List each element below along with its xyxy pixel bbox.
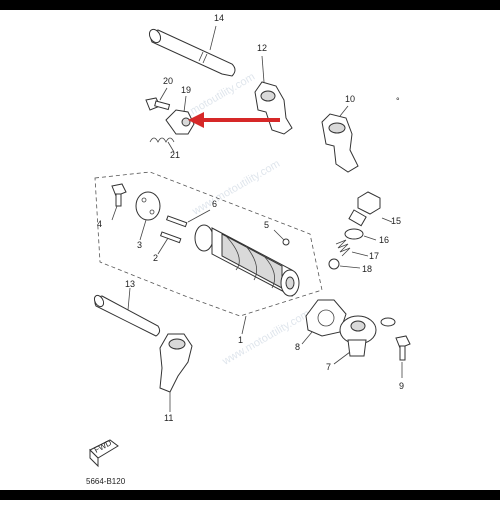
part-7-cover	[333, 315, 396, 365]
label-part-16: 16	[379, 235, 389, 245]
label-part-6: 6	[212, 199, 217, 209]
label-part-20: 20	[163, 76, 173, 86]
part-11-shift-fork	[159, 333, 193, 412]
label-part-10: 10	[345, 94, 355, 104]
part-19-stopper-lever	[165, 95, 195, 135]
label-part-7: 7	[326, 362, 331, 372]
label-part-14: 14	[214, 13, 224, 23]
watermark-text: www.motoutility.com	[190, 158, 282, 218]
label-part-5: 5	[264, 220, 269, 230]
label-part-8: 8	[295, 342, 300, 352]
bottom-border-bar	[0, 490, 500, 500]
part-9-bolt	[395, 335, 411, 378]
part-1-shift-drum	[194, 224, 300, 335]
front-direction-marker: FWD	[89, 438, 119, 468]
part-15-neutral-switch	[348, 191, 393, 227]
label-part-18: 18	[362, 264, 372, 274]
part-5-pin	[273, 229, 290, 246]
label-part-13: 13	[125, 279, 135, 289]
part-14-shift-rod	[148, 25, 236, 77]
label-part-12: 12	[257, 43, 267, 53]
part-2-pin	[157, 231, 182, 255]
label-part-21: 21	[170, 150, 180, 160]
part-17-spring	[335, 239, 369, 257]
label-part-15: 15	[391, 216, 401, 226]
diagram-code: 5664-B120	[86, 477, 126, 486]
part-21-spring	[149, 137, 175, 153]
svg-text:°: °	[396, 96, 400, 106]
part-6-pin	[165, 209, 211, 228]
part-12-shift-fork	[254, 55, 293, 135]
watermark-text: www.motoutility.com	[220, 308, 312, 368]
top-border-bar	[0, 0, 500, 10]
label-part-4: 4	[97, 219, 102, 229]
label-part-19: 19	[181, 85, 191, 95]
assembly-boundary	[94, 171, 323, 317]
part-10-shift-fork	[321, 105, 359, 173]
label-part-9: 9	[399, 381, 404, 391]
label-part-2: 2	[153, 253, 158, 263]
part-16-washer	[344, 228, 377, 241]
part-13-shift-rod	[93, 287, 161, 337]
label-part-1: 1	[238, 335, 243, 345]
part-8-gasket	[301, 299, 347, 345]
part-20-bolt	[145, 87, 171, 111]
label-part-11: 11	[164, 413, 173, 423]
red-highlight-arrow	[188, 112, 280, 128]
label-part-3: 3	[137, 240, 142, 250]
part-3-segment-plate	[135, 191, 161, 241]
part-18-ball	[328, 258, 361, 270]
part-4-bolt	[111, 183, 127, 221]
label-part-17: 17	[369, 251, 379, 261]
